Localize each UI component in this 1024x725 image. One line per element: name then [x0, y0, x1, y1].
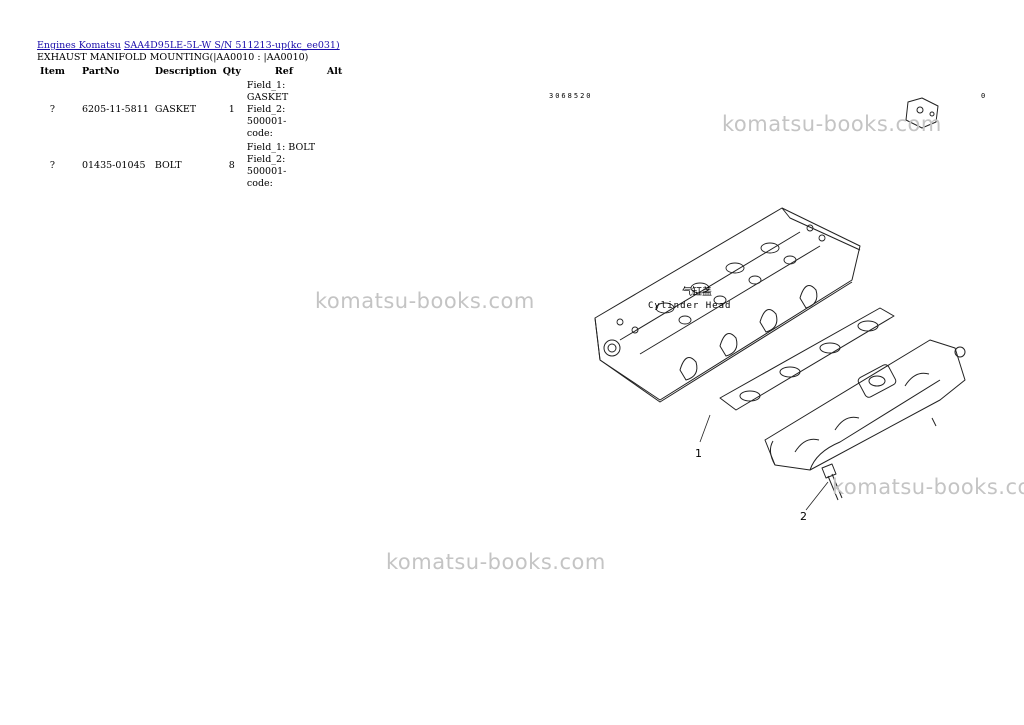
callout-leader-1 [699, 414, 711, 443]
small-part-icon [905, 97, 939, 129]
col-header-description: Description [154, 66, 217, 77]
ref-field-1: Field_1: GASKET [246, 80, 289, 103]
watermark: komatsu-books.com [832, 475, 1024, 499]
table-row: ? 6205-11-5811 GASKET 1 Field_1: GASKET … [37, 79, 345, 141]
page-title: EXHAUST MANIFOLD MOUNTING(|AA0010 : |AA0… [37, 52, 309, 63]
ref-field-2: Field_2: 500001- [246, 104, 287, 127]
cell-alt [324, 79, 345, 141]
cell-item: ? [49, 104, 56, 115]
breadcrumb-link-model[interactable]: SAA4D95LE-5L-W S/N 511213-up(kc_ee031) [123, 40, 340, 51]
cylinder-head-icon [594, 207, 861, 403]
col-header-item: Item [40, 66, 65, 77]
watermark: komatsu-books.com [386, 550, 606, 574]
ref-code: code: [246, 128, 273, 139]
cell-ref: Field_1: GASKET Field_2: 500001- code: [244, 79, 324, 141]
stud-icon [931, 417, 937, 427]
cell-partno: 6205-11-5811 [81, 104, 149, 115]
col-header-ref: Ref [274, 66, 293, 77]
gasket-icon [719, 307, 895, 411]
cell-qty: 1 [228, 104, 235, 115]
cell-alt [324, 141, 345, 191]
col-header-partno: PartNo [81, 66, 120, 77]
table-row: ? 01435-01045 BOLT 8 Field_1: BOLT Field… [37, 141, 345, 191]
cell-description: BOLT [154, 160, 182, 171]
table-header-row: Item PartNo Description Qty Ref Alt [37, 65, 345, 79]
drawing-corner-mark: 0 [981, 92, 988, 100]
ref-field-2: Field_2: 500001- [246, 154, 287, 177]
watermark: komatsu-books.com [315, 289, 535, 313]
callout-leader-2 [805, 481, 829, 511]
page-header: Engines Komatsu SAA4D95LE-5L-W S/N 51121… [37, 40, 340, 64]
callout-number-1: 1 [695, 447, 702, 460]
bolt-icon [821, 463, 843, 501]
drawing-label-english: Cylinder Head [648, 301, 731, 311]
parts-table: Item PartNo Description Qty Ref Alt ? 62… [37, 65, 345, 191]
cell-item: ? [49, 160, 56, 171]
breadcrumb: Engines Komatsu SAA4D95LE-5L-W S/N 51121… [37, 40, 340, 52]
ref-code: code: [246, 178, 273, 189]
callout-number-2: 2 [800, 510, 807, 523]
drawing-code: 3068520 [549, 92, 593, 100]
cell-ref: Field_1: BOLT Field_2: 500001- code: [244, 141, 324, 191]
col-header-qty: Qty [222, 66, 241, 77]
watermark: komatsu-books.com [722, 112, 942, 136]
cell-partno: 01435-01045 [81, 160, 146, 171]
col-header-alt: Alt [326, 66, 343, 77]
ref-field-1: Field_1: BOLT [246, 142, 316, 153]
cell-qty: 8 [228, 160, 235, 171]
breadcrumb-link-engines[interactable]: Engines Komatsu [37, 40, 121, 51]
cell-description: GASKET [154, 104, 197, 115]
exploded-parts-drawing: 气缸盖 Cylinder Head [594, 97, 966, 511]
exhaust-manifold-icon [764, 339, 966, 471]
drawing-label-chinese: 气缸盖 [682, 285, 712, 298]
